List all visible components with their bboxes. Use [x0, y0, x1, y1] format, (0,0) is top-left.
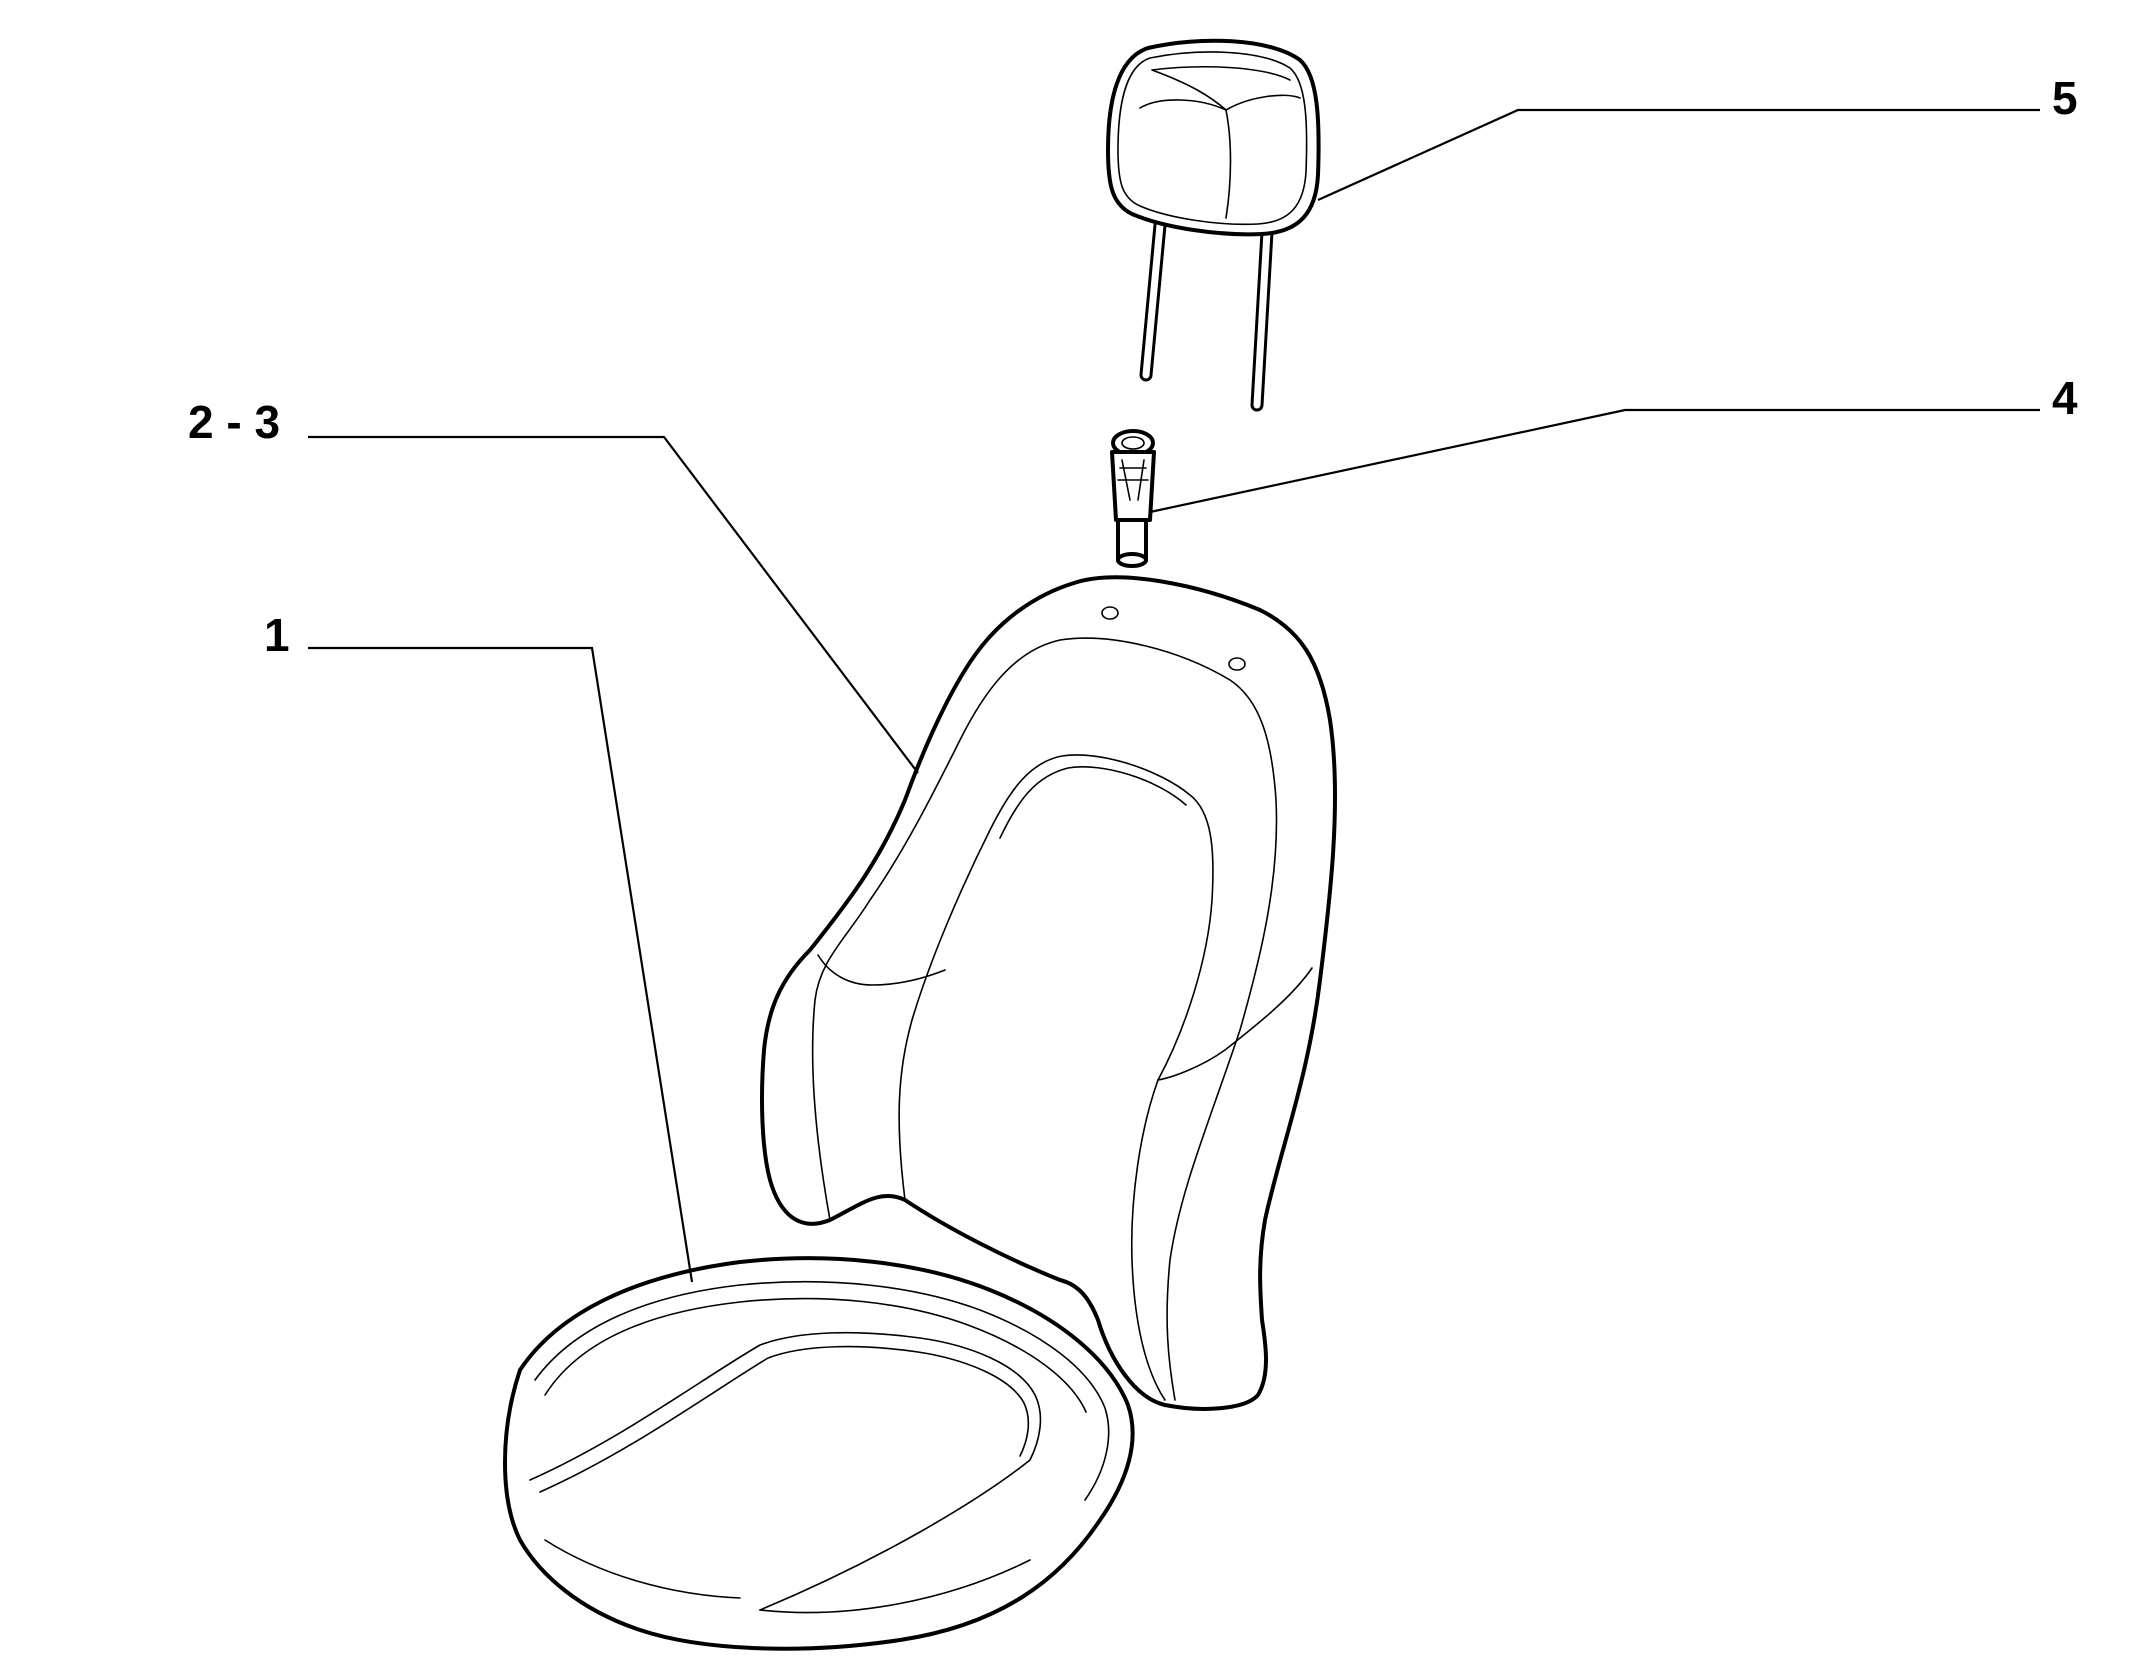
callout-label-1: 1: [264, 609, 290, 661]
cushion-inner-panel: [529, 1331, 1042, 1611]
backrest-hole-right: [1228, 657, 1246, 671]
backrest-outline: [760, 575, 1338, 1411]
leader-line-5: [1317, 108, 2040, 202]
headrest-seam-outer: [1117, 51, 1308, 226]
leader-line-4: [1149, 408, 2040, 514]
cushion-seam-outer: [534, 1280, 1110, 1501]
seat-backrest: [760, 575, 1338, 1411]
callout-label-5: 5: [2052, 72, 2078, 124]
backrest-inner-panel-2: [999, 766, 1187, 839]
callout-label-4: 4: [2052, 372, 2078, 424]
cushion-outline: [503, 1256, 1135, 1651]
headrest: [1106, 38, 1321, 412]
headrest-rod-right: [1250, 225, 1274, 412]
leader-line-2-3: [308, 435, 919, 774]
backrest-hole-left: [1101, 606, 1119, 620]
backrest-bolster-right-edge: [1130, 1079, 1166, 1401]
callout-label-2-3: 2 - 3: [188, 396, 280, 448]
cushion-front-seam: [544, 1539, 1031, 1614]
headrest-rod-left: [1139, 218, 1167, 382]
headrest-seam-top: [1151, 66, 1291, 111]
backrest-seam-outer: [811, 637, 1278, 1401]
headrest-guide-bushing: [1110, 429, 1156, 568]
backrest-bolster-right-seam: [1157, 967, 1313, 1081]
cushion-seam-rim: [544, 1297, 1087, 1413]
seat-cushion: [503, 1256, 1135, 1651]
cushion-inner-panel-2: [539, 1345, 1030, 1493]
leader-line-1: [308, 646, 694, 1283]
headrest-cushion: [1106, 38, 1321, 237]
backrest-inner-panel: [898, 754, 1214, 1201]
backrest-bolster-left-seam: [817, 954, 946, 986]
